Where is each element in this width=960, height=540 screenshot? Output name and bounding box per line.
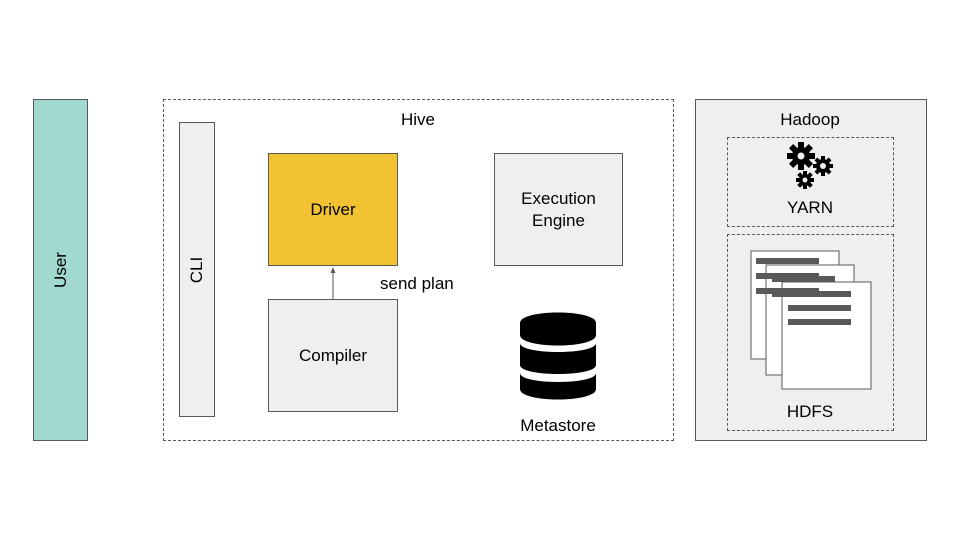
send-plan-label: send plan	[380, 274, 454, 293]
compiler-label: Compiler	[298, 345, 368, 365]
driver-box: Driver	[268, 153, 398, 266]
execution-engine-label-line1: Execution	[521, 188, 596, 208]
compiler-box: Compiler	[268, 299, 398, 412]
hadoop-title: Hadoop	[780, 110, 840, 129]
user-box: User	[33, 99, 88, 441]
hdfs-label: HDFS	[786, 402, 834, 421]
hdfs-box	[727, 234, 894, 431]
hive-container	[163, 99, 674, 441]
execution-engine-label-line2: Engine	[532, 210, 585, 230]
execution-engine-box: Execution Engine	[494, 153, 623, 266]
cli-label: CLI	[187, 256, 206, 283]
documents-icon	[750, 250, 872, 390]
hive-title: Hive	[400, 110, 435, 129]
user-label: User	[50, 252, 70, 288]
metastore-label: Metastore	[520, 416, 596, 435]
send-plan-arrow	[330, 267, 336, 300]
cli-box: CLI	[179, 122, 215, 417]
driver-label: Driver	[310, 199, 356, 219]
database-icon	[520, 312, 596, 400]
yarn-label: YARN	[787, 198, 833, 217]
gears-icon	[787, 142, 833, 189]
yarn-box	[727, 137, 894, 227]
